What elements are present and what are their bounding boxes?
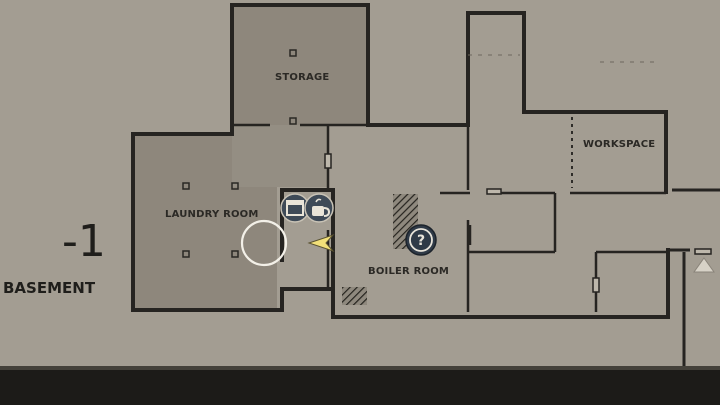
inventory-box-icon[interactable] [280, 193, 310, 223]
map-markers: ? [240, 193, 715, 273]
room-label-laundry: LAUNDRY ROOM [165, 209, 259, 220]
question-mark-text: ? [417, 233, 425, 249]
hatched-area-corner [342, 287, 367, 305]
player-arrow-icon [307, 233, 335, 253]
basement-map[interactable]: STORAGE LAUNDRY ROOM BOILER ROOM WORKSPA… [0, 0, 720, 366]
bottom-bar [0, 366, 720, 405]
floor-number: -1 [62, 216, 106, 267]
location-ring-icon[interactable] [240, 219, 288, 267]
storage-room-area [232, 5, 368, 125]
room-label-workspace: WORKSPACE [583, 139, 656, 150]
room-label-boiler: BOILER ROOM [368, 266, 450, 277]
room-label-storage: STORAGE [275, 72, 330, 83]
question-marker-icon[interactable]: ? [405, 224, 437, 256]
laundry-upper-area [232, 125, 328, 187]
floor-name: BASEMENT [3, 279, 96, 297]
stairs-up-icon[interactable] [693, 257, 715, 273]
coffee-thermos-icon[interactable] [304, 193, 334, 223]
floorplan-drawing [131, 3, 720, 366]
